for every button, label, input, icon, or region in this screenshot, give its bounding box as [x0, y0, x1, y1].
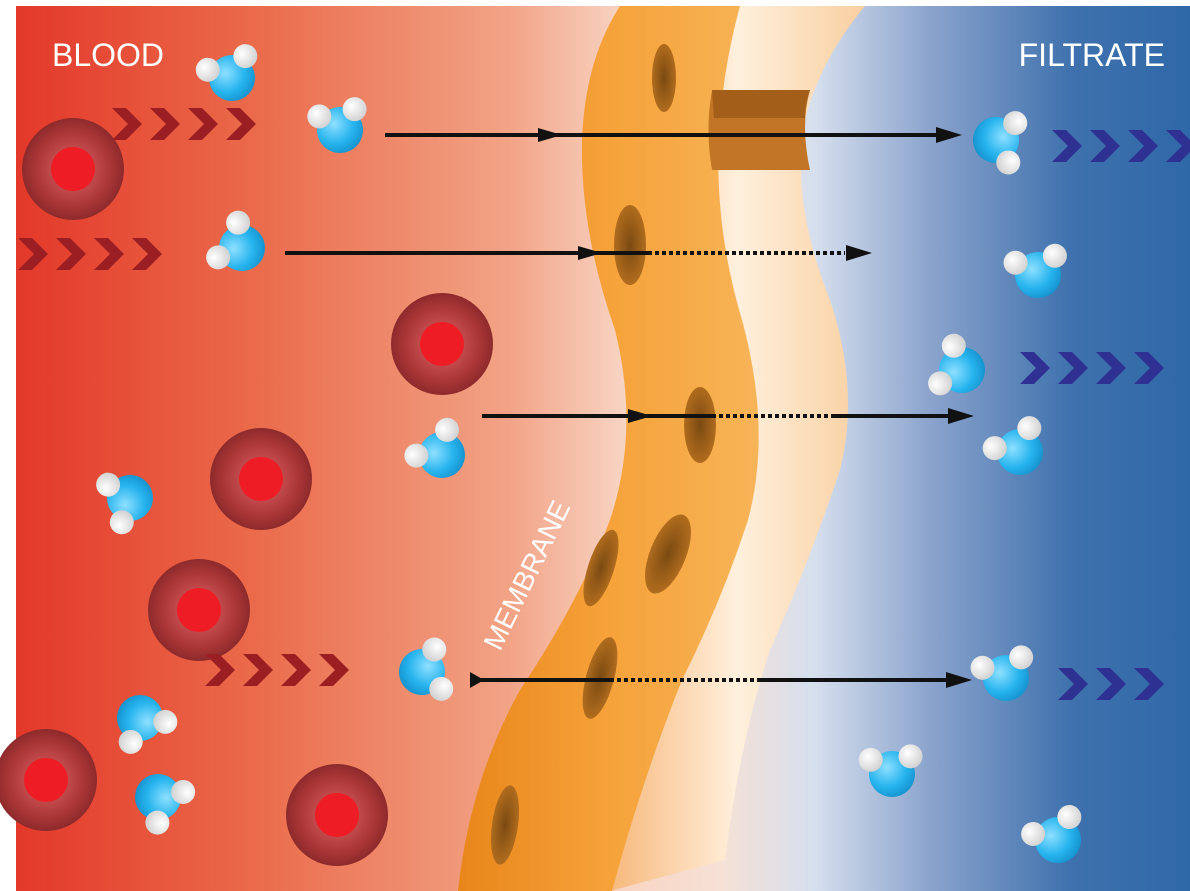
filtrate-label: FILTRATE: [1019, 37, 1165, 73]
blood-label: BLOOD: [52, 37, 164, 73]
red-blood-cell-icon: [148, 559, 250, 661]
membrane-pore: [684, 387, 716, 463]
red-blood-cell-icon: [286, 764, 388, 866]
membrane-pore: [614, 205, 646, 285]
membrane-channel-top: [712, 90, 810, 118]
membrane-pore: [652, 44, 676, 112]
red-blood-cell-icon: [22, 118, 124, 220]
red-blood-cell-icon: [210, 428, 312, 530]
red-blood-cell-icon: [391, 293, 493, 395]
